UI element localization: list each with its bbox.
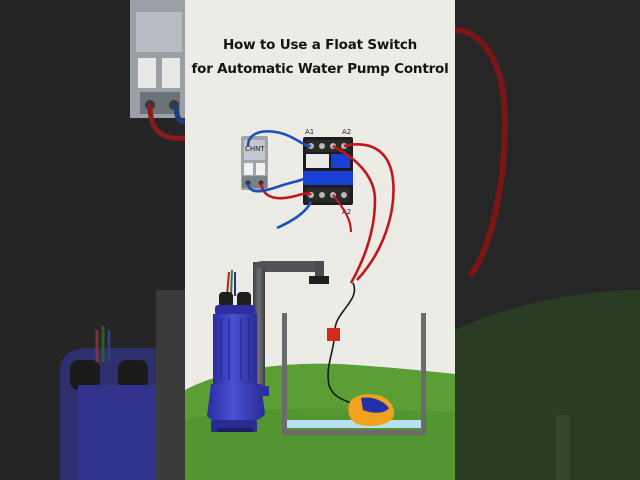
background-pipe — [156, 290, 186, 480]
terminal-a2-top-label: A2 — [342, 128, 351, 136]
diagram-panel: CHNT A1 A2 A2 — [185, 0, 455, 480]
background-breaker — [130, 0, 188, 118]
red-wire-breaker-to-contactor — [259, 182, 312, 200]
float-switch-cable — [327, 282, 356, 405]
red-wire-a2-to-float — [343, 143, 395, 281]
background-red-wire-right — [454, 27, 509, 278]
background-grass — [455, 290, 640, 480]
breaker-brand: CHNT — [245, 145, 265, 153]
background-blue-wire-left — [173, 104, 186, 125]
terminal-a2-bottom-label: A2 — [342, 208, 351, 216]
blue-wire-breaker-to-contactor — [246, 176, 307, 193]
circuit-breaker: CHNT — [241, 136, 268, 190]
wiring-diagram: CHNT A1 A2 A2 — [185, 128, 455, 480]
submersible-pump — [207, 269, 269, 432]
water — [285, 420, 423, 428]
contactor: A1 A2 A2 — [303, 128, 353, 216]
water-tank — [282, 313, 426, 435]
terminal-a1-label: A1 — [305, 128, 314, 136]
background-red-wire-left — [147, 104, 186, 141]
float-ball — [348, 394, 395, 426]
page-title-line-1: How to Use a Float Switch — [222, 37, 418, 53]
blue-wire-breaker-to-a1 — [246, 129, 312, 148]
red-wire-lower — [332, 194, 353, 233]
red-wire-contactor-to-float — [332, 144, 377, 284]
float-switch-connector — [327, 328, 340, 341]
page-title-line-2: for Automatic Water Pump Control — [191, 61, 449, 77]
background-pump — [60, 326, 178, 480]
blue-wire-contactor-out — [276, 201, 313, 230]
